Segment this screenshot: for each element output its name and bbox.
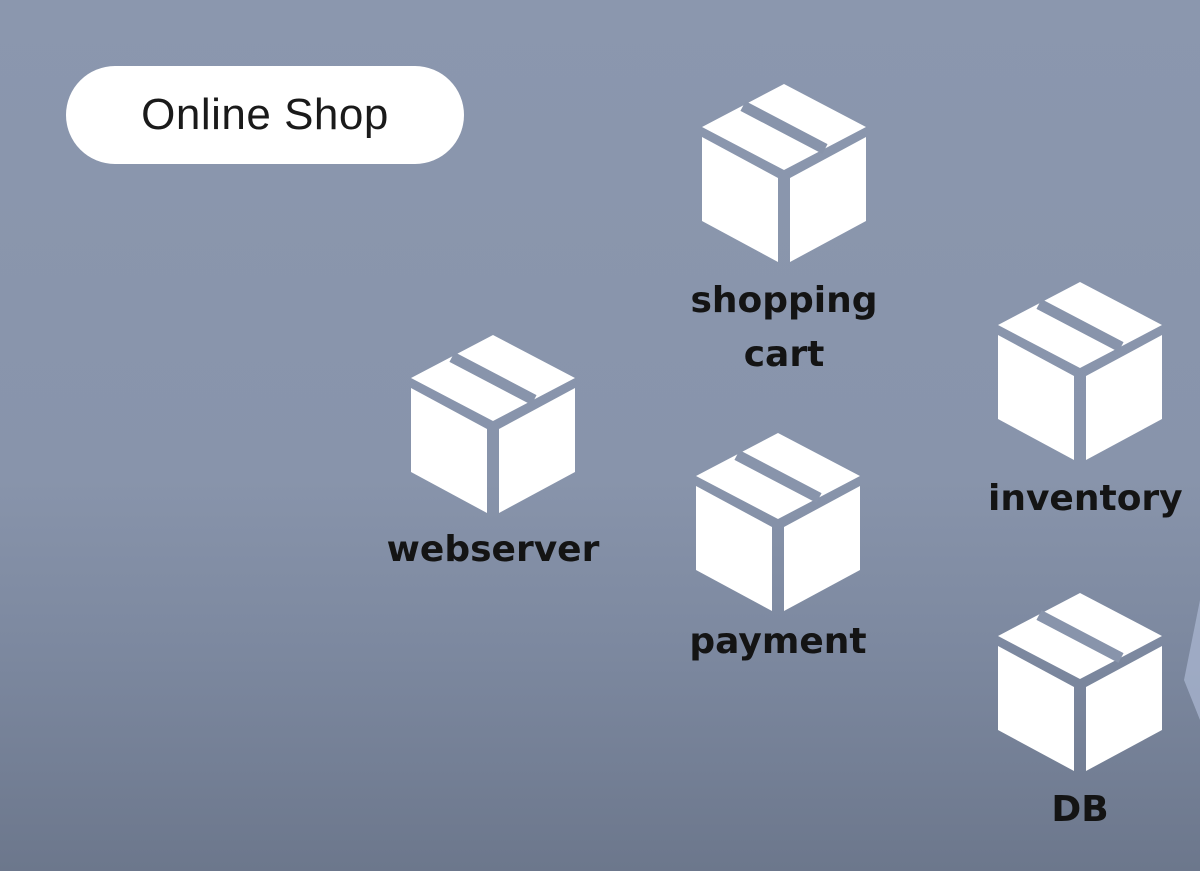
service-label: webserver bbox=[386, 529, 600, 570]
service-label: DB bbox=[1051, 789, 1109, 830]
arrow-icon bbox=[1184, 600, 1200, 720]
box-icon bbox=[696, 433, 860, 611]
box-icon bbox=[998, 593, 1162, 771]
box-icon bbox=[998, 282, 1162, 460]
title-pill: Online Shop bbox=[66, 66, 464, 164]
service-label: payment bbox=[689, 621, 867, 662]
service-label: inventory bbox=[988, 478, 1183, 519]
service-label: shopping cart bbox=[690, 280, 878, 375]
diagram-title: Online Shop bbox=[141, 90, 389, 139]
box-icon bbox=[411, 335, 575, 513]
box-icon bbox=[702, 84, 866, 262]
